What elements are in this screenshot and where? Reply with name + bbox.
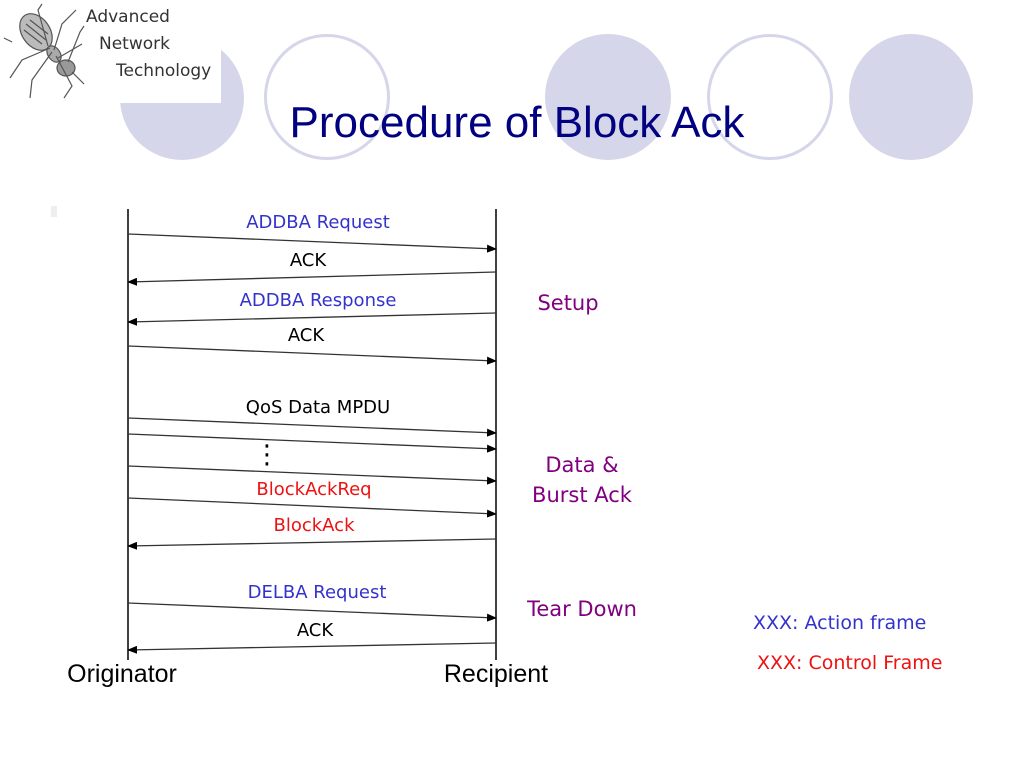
decor-circle-3 bbox=[545, 34, 671, 160]
logo-line-2: Network bbox=[99, 34, 170, 54]
message-label-addba-request: ADDBA Request bbox=[246, 212, 390, 233]
message-label-ack-3: ACK bbox=[296, 620, 334, 641]
message-label-addba-response: ADDBA Response bbox=[239, 290, 397, 311]
ellipsis-dots: ⋮ bbox=[254, 440, 280, 470]
legend-action-frame: XXX: Action frame bbox=[753, 612, 927, 634]
message-label-blockackreq: BlockAckReq bbox=[256, 479, 372, 500]
message-arrow-11 bbox=[127, 642, 497, 654]
message-label-ack-2: ACK bbox=[287, 325, 325, 346]
message-arrow-2 bbox=[127, 271, 497, 286]
message-arrow-8 bbox=[127, 497, 497, 518]
message-label-blockack: BlockAck bbox=[273, 515, 355, 536]
phase-label-tear-down: Tear Down bbox=[527, 597, 637, 621]
logo-line-1: Advanced bbox=[86, 7, 170, 27]
message-arrow-7 bbox=[127, 465, 497, 485]
message-arrow-10 bbox=[127, 602, 497, 622]
recipient-label: Recipient bbox=[443, 660, 549, 688]
bullet-marker bbox=[51, 206, 57, 217]
decor-circle-4 bbox=[707, 34, 833, 160]
message-arrow-6 bbox=[127, 433, 497, 453]
message-arrow-3 bbox=[127, 312, 497, 326]
decor-circle-5 bbox=[849, 34, 973, 160]
legend-control-frame: XXX: Control Frame bbox=[757, 652, 943, 674]
message-arrow-4 bbox=[127, 345, 497, 365]
message-arrow-5 bbox=[127, 417, 497, 437]
phase-label-data-line: Data & bbox=[545, 453, 619, 477]
logo-line-3: Technology bbox=[116, 61, 212, 81]
slide-title: Procedure of Block Ack bbox=[289, 98, 745, 147]
phase-label-data-burst-ack: Data & Burst Ack bbox=[532, 450, 632, 510]
logo: Advanced Network Technology bbox=[0, 0, 221, 103]
phase-label-burst-line: Burst Ack bbox=[532, 483, 632, 507]
message-label-ack-1: ACK bbox=[289, 250, 327, 271]
phase-label-setup: Setup bbox=[537, 291, 599, 315]
message-arrow-9 bbox=[127, 538, 497, 550]
originator-label: Originator bbox=[67, 660, 177, 688]
message-arrow-1 bbox=[127, 233, 497, 253]
ant-icon bbox=[3, 3, 85, 99]
message-label-delba-request: DELBA Request bbox=[247, 582, 387, 603]
decor-circle-2 bbox=[264, 34, 390, 160]
message-label-qos-data: QoS Data MPDU bbox=[245, 397, 391, 418]
